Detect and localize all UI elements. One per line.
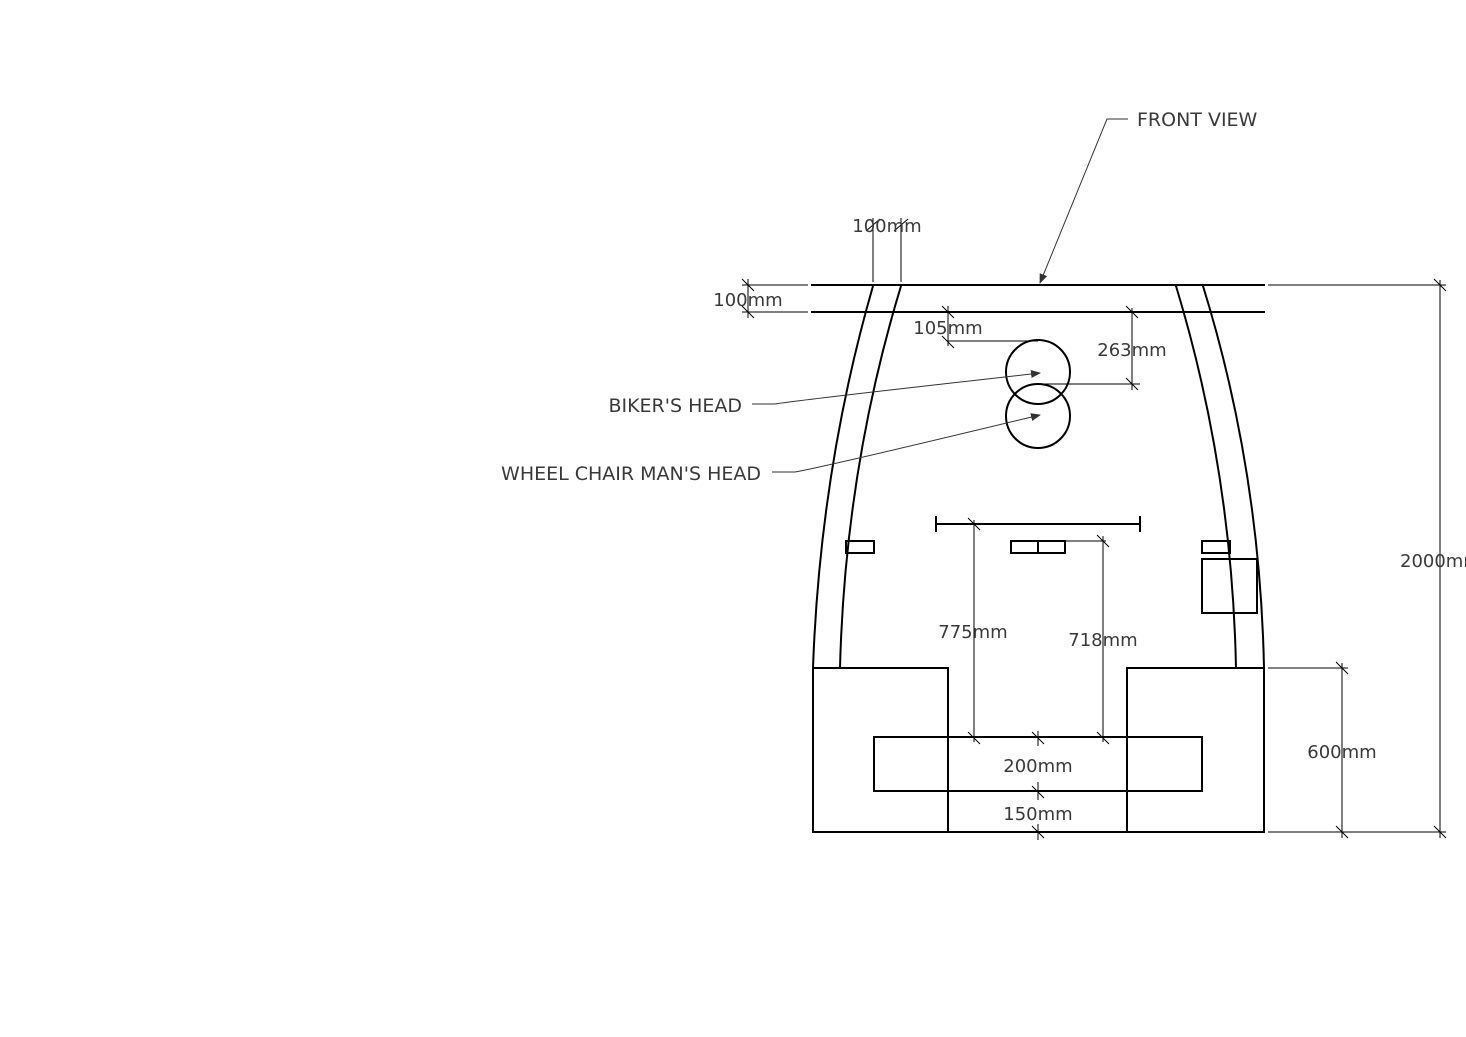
dim-step-150: 150mm [1003, 804, 1072, 825]
dimension-lines [741, 218, 1447, 840]
left-handle [845, 540, 875, 554]
right-box [1201, 558, 1258, 614]
leader-lines [752, 118, 1128, 473]
front-view-label: FRONT VIEW [1137, 109, 1258, 131]
dim-head-offset: 105mm [913, 318, 982, 339]
bikers-head-label: BIKER'S HEAD [608, 395, 742, 417]
dim-base-height: 600mm [1307, 742, 1376, 763]
dim-head-height: 263mm [1097, 340, 1166, 361]
dim-roof-thickness: 100mm [713, 290, 782, 311]
dim-wall-thickness: 100mm [852, 216, 921, 237]
right-handle [1201, 540, 1231, 554]
wheel-chair-mans-head-label: WHEEL CHAIR MAN'S HEAD [501, 463, 761, 485]
left-wall [811, 284, 903, 670]
dim-overall-height: 2000mm [1400, 551, 1466, 572]
handrail-bar [935, 516, 1141, 532]
dim-rail-718: 718mm [1068, 630, 1137, 651]
bikers-head-circle [1005, 339, 1071, 405]
dim-rail-775: 775mm [938, 622, 1007, 643]
right-wall [1174, 284, 1266, 670]
dim-step-200: 200mm [1003, 756, 1072, 777]
roof [811, 284, 1265, 313]
wheel-chair-head-circle [1005, 383, 1071, 449]
